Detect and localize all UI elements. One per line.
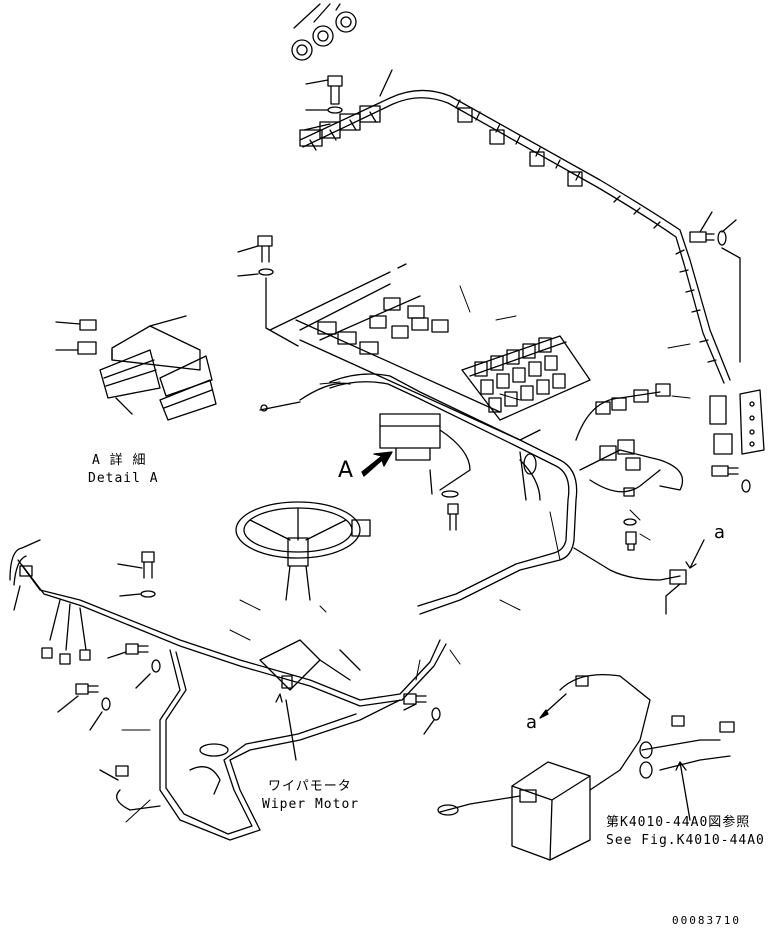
- detail-a-label-jp: A 詳 細: [92, 453, 147, 468]
- see-fig-label-jp: 第K4010-44A0図参照: [606, 815, 751, 830]
- main-harness: [259, 373, 578, 615]
- bolt-right: [689, 211, 741, 363]
- relay-block: [461, 335, 591, 421]
- drawing-number: 00083710: [672, 914, 741, 927]
- detail-a: [55, 315, 217, 421]
- bolts-center: [403, 503, 459, 735]
- bolt-top: [303, 75, 343, 131]
- lever-box: [437, 761, 591, 861]
- callout-arrows: [361, 451, 567, 719]
- wiper-motor-label-jp: ワイパモータ: [268, 779, 352, 794]
- callout-a-right: a: [714, 522, 726, 543]
- callout-big-a: A: [338, 458, 354, 483]
- right-harness: [575, 383, 765, 551]
- grommet-group: [291, 3, 357, 61]
- lower-right-harness: [559, 673, 735, 821]
- steering-wheel: [235, 501, 371, 601]
- detail-a-label-en: Detail A: [88, 471, 159, 486]
- leader-lines: [121, 285, 691, 823]
- wiper-motor-area: [259, 639, 361, 761]
- see-fig-label-en: See Fig.K4010-44A0: [606, 833, 765, 848]
- left-harness: [9, 539, 447, 841]
- wiper-motor-label-en: Wiper Motor: [262, 797, 360, 812]
- upper-harness: [299, 69, 731, 384]
- bolts-left: [57, 551, 161, 731]
- callout-a-lower: a: [526, 712, 538, 733]
- connector-a-right: [573, 539, 705, 615]
- upper-panel: [237, 235, 541, 441]
